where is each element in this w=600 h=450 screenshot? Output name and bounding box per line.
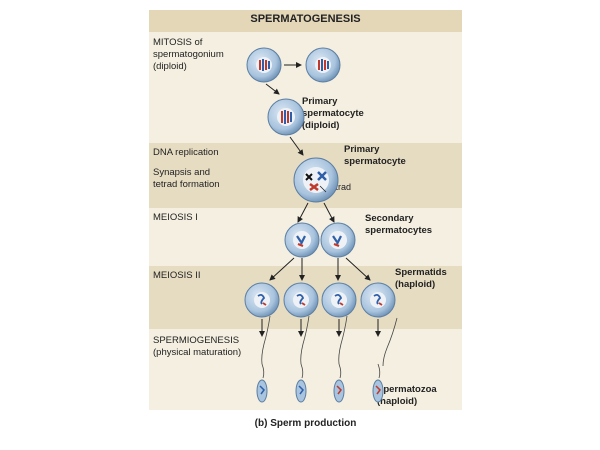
stage-mitosis-label: MITOSIS of spermatogonium (diploid) bbox=[153, 37, 224, 72]
arrow-to-tetrad-cell bbox=[289, 136, 304, 156]
stage-meiosis1-label: MEIOSIS I bbox=[153, 212, 198, 223]
secondary-spermatocyte-cell-1 bbox=[284, 222, 320, 258]
arrow-to-primary bbox=[265, 83, 280, 95]
band-mitosis bbox=[149, 10, 462, 143]
primary-spermatocyte-label: Primary spermatocyte bbox=[344, 144, 406, 167]
spermatogonium-cell-1 bbox=[246, 47, 282, 83]
stage-dna-replication-label: DNA replication bbox=[153, 147, 219, 158]
arrow-meiosis1-right bbox=[323, 202, 335, 223]
spermatid-cell-2 bbox=[283, 282, 319, 318]
spermatozoon-4 bbox=[372, 363, 384, 403]
primary-spermatocyte-diploid-label: Primary spermatocyte (diploid) bbox=[302, 96, 364, 131]
spermatid-cell-3 bbox=[321, 282, 357, 318]
figure-caption: (b) Sperm production bbox=[254, 418, 357, 429]
diagram-title: SPERMATOGENESIS bbox=[250, 13, 361, 25]
secondary-spermatocytes-label: Secondary spermatocytes bbox=[365, 213, 433, 236]
stage-synapsis-label: Synapsis and tetrad formation bbox=[153, 167, 220, 190]
spermatozoon-2 bbox=[295, 363, 307, 403]
spermatogonium-cell-2 bbox=[305, 47, 341, 83]
primary-spermatocyte-cell bbox=[267, 98, 305, 136]
stage-spermiogenesis-label: SPERMIOGENESIS (physical maturation) bbox=[153, 335, 242, 358]
spermatids-label: Spermatids (haploid) bbox=[395, 267, 447, 290]
spermatozoon-3 bbox=[333, 363, 345, 403]
arrow-meiosis1-left bbox=[297, 202, 309, 223]
title-bar bbox=[149, 10, 462, 32]
tetrad-pointer bbox=[319, 185, 327, 193]
spermatid-cell-4 bbox=[360, 282, 396, 318]
tetrad-cell bbox=[293, 157, 339, 203]
spermatozoon-1 bbox=[256, 363, 268, 403]
developing-tail-4 bbox=[382, 317, 398, 367]
secondary-spermatocyte-cell-2 bbox=[320, 222, 356, 258]
developing-tail-3 bbox=[338, 315, 348, 365]
arrow-meiosis2-1 bbox=[269, 257, 295, 281]
tetrad-label: Tetrad bbox=[326, 182, 352, 192]
stage-meiosis2-label: MEIOSIS II bbox=[153, 270, 201, 281]
spermatozoa-label: Spermatozoa (haploid) bbox=[377, 384, 437, 407]
developing-tail-1 bbox=[261, 315, 271, 365]
arrow-meiosis2-4 bbox=[345, 257, 371, 281]
spermatid-cell-1 bbox=[244, 282, 280, 318]
developing-tail-2 bbox=[300, 315, 310, 365]
